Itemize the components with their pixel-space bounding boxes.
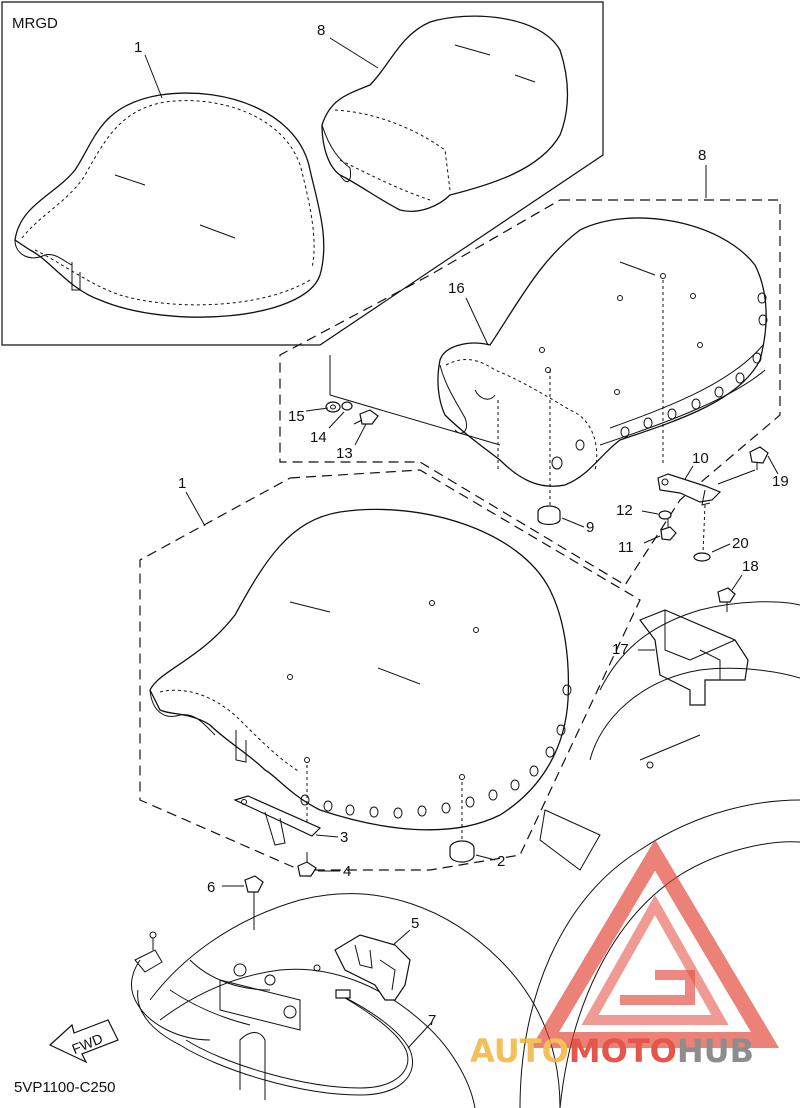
callout-5: 5 — [411, 915, 419, 932]
callout-18: 18 — [742, 558, 759, 575]
callout-7: 7 — [428, 1012, 436, 1029]
callout-14: 14 — [310, 429, 327, 446]
watermark-text: AUTOMOTOHUB — [470, 1032, 754, 1070]
mrgd-label: MRGD — [12, 15, 58, 32]
passenger-seat-group: 8 16 — [279, 147, 789, 586]
bolt-19 — [749, 446, 769, 470]
callout-4: 4 — [343, 863, 351, 880]
callout-9: 9 — [586, 519, 594, 536]
callout-1-mid: 1 — [178, 475, 186, 492]
bracket-10 — [657, 473, 722, 506]
inset-rider-seat — [14, 92, 325, 318]
callout-8-mid: 8 — [698, 147, 706, 164]
mrgd-inset: MRGD 1 8 — [1, 1, 604, 346]
bolt-4 — [297, 852, 317, 877]
bracket-17 — [639, 609, 749, 706]
watermark-hub: HUB — [677, 1032, 754, 1070]
lower-assembly: 6 5 7 — [131, 875, 561, 1108]
washer-15 — [325, 401, 341, 413]
watermark-triangle-logo — [530, 839, 780, 1048]
bolt-11 — [660, 518, 677, 541]
callout-12: 12 — [616, 502, 633, 519]
rider-seat-studs — [300, 684, 572, 819]
bolt-6 — [244, 875, 264, 930]
callout-2: 2 — [497, 853, 505, 870]
diagram-code: 5VP1100-C250 — [14, 1079, 115, 1096]
callout-10: 10 — [692, 450, 709, 467]
washer-14 — [341, 401, 353, 411]
automotohub-watermark: AUTOMOTOHUB — [470, 839, 780, 1070]
callout-17: 17 — [612, 641, 629, 658]
callout-15: 15 — [288, 408, 305, 425]
callout-16: 16 — [448, 280, 465, 297]
cable-7 — [137, 989, 413, 1096]
passenger-seat-studs — [551, 292, 768, 470]
bolt-13 — [353, 409, 379, 425]
damper-2 — [449, 840, 475, 863]
watermark-auto: AUTO — [470, 1032, 569, 1070]
callout-1-top: 1 — [134, 39, 142, 56]
bolt-18 — [717, 587, 736, 612]
callout-3: 3 — [340, 829, 348, 846]
washer-20 — [693, 552, 711, 562]
callout-11: 11 — [618, 539, 634, 556]
fwd-arrow: FWD — [48, 1019, 119, 1064]
inset-passenger-seat — [321, 15, 569, 212]
seat-lock-5 — [313, 934, 411, 1001]
washer-12 — [658, 510, 672, 520]
callout-8-top: 8 — [317, 22, 325, 39]
watermark-moto: MOTO — [569, 1032, 677, 1070]
callout-13: 13 — [336, 445, 353, 462]
callout-19: 19 — [772, 473, 789, 490]
callout-20: 20 — [732, 535, 749, 552]
damper-9 — [537, 505, 561, 526]
rider-seat-group: 1 — [139, 469, 641, 880]
callout-6: 6 — [207, 879, 215, 896]
bracket-3 — [233, 795, 322, 846]
